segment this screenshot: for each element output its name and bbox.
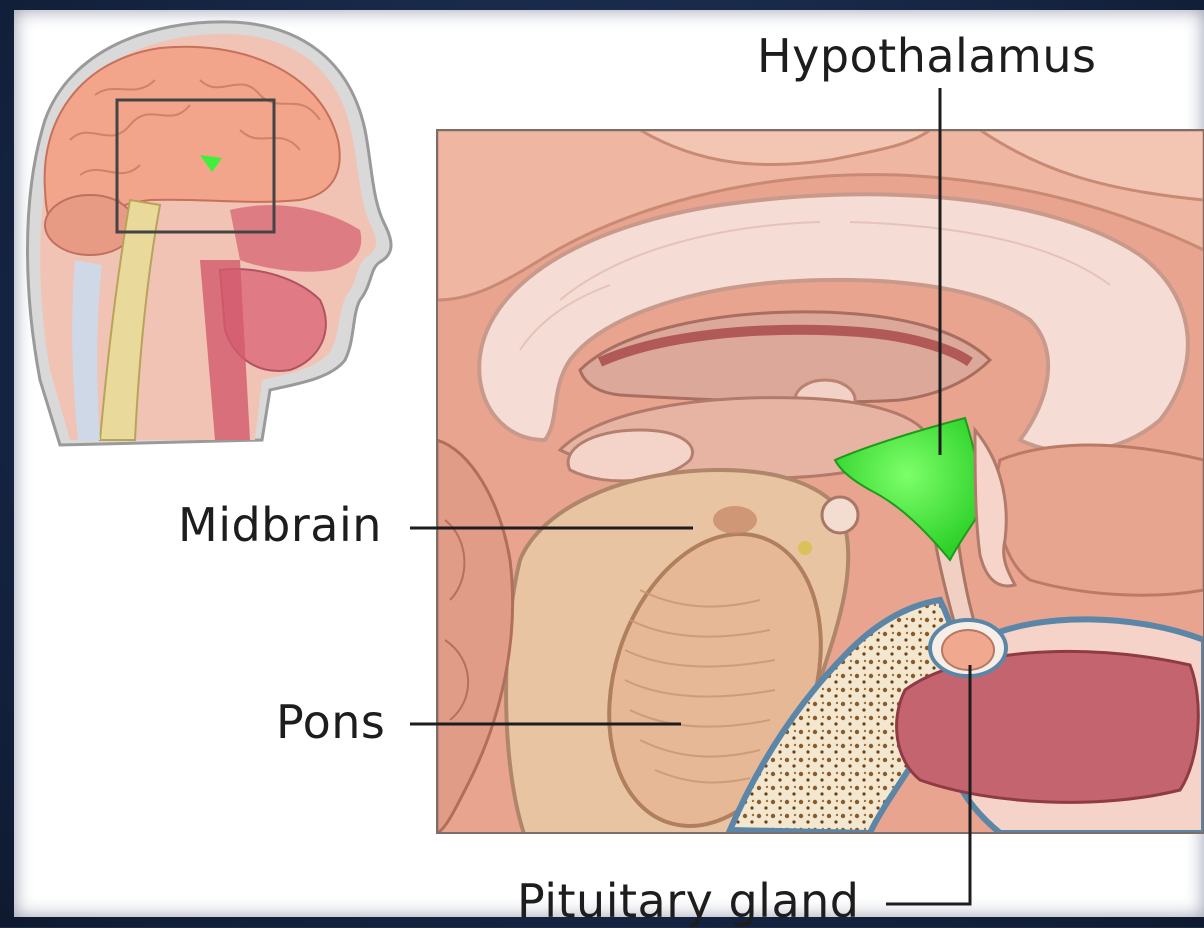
- zoomed-brain-section: [437, 130, 1204, 854]
- head-inset: [28, 22, 392, 445]
- midbrain-label: Midbrain: [178, 502, 382, 548]
- hypothalamus-label: Hypothalamus: [757, 33, 1096, 79]
- pituitary-gland-label: Pituitary gland: [517, 878, 859, 924]
- pons-label: Pons: [276, 699, 385, 745]
